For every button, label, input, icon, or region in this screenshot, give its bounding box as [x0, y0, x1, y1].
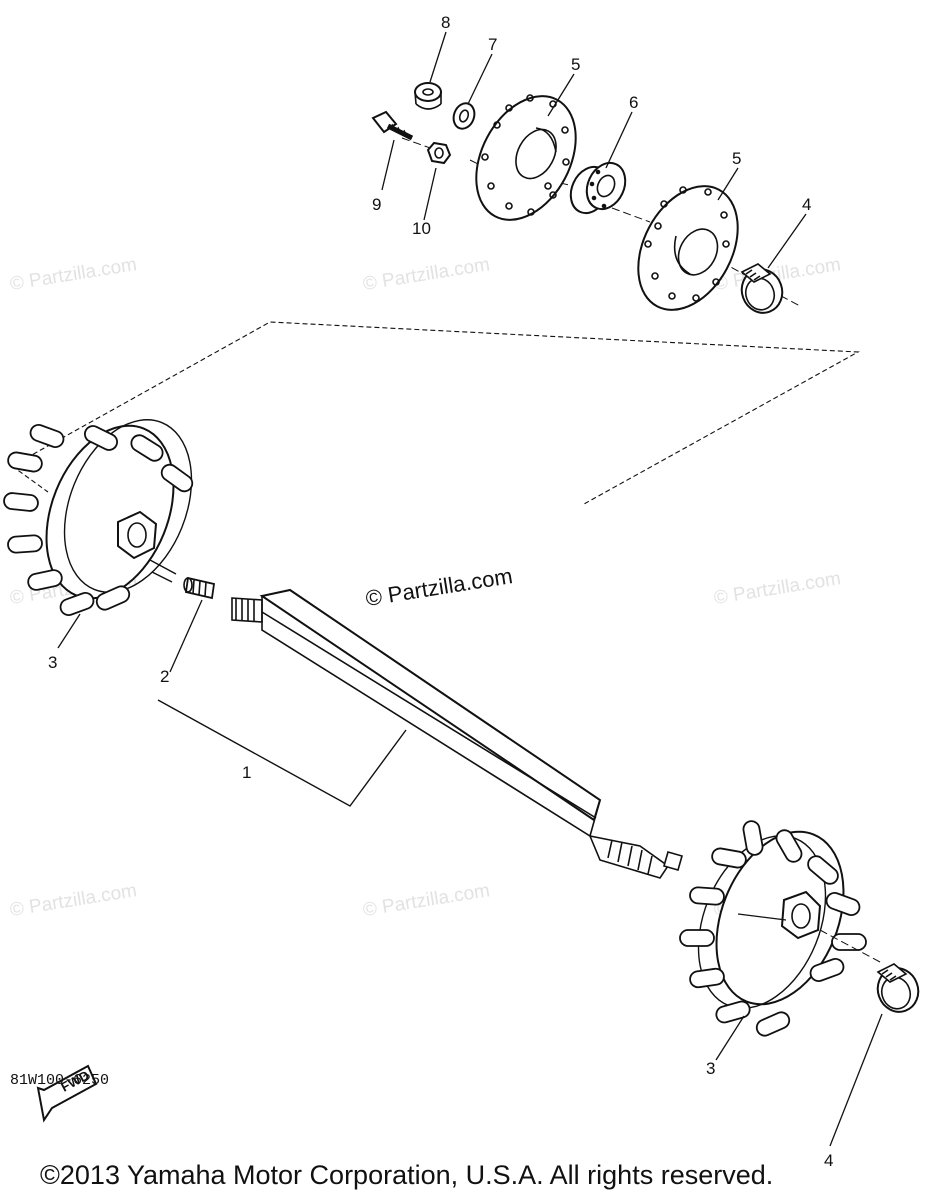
callout-1: 1 — [242, 763, 251, 782]
callout-4: 4 — [802, 195, 811, 214]
axle-shaft-part — [231, 588, 683, 879]
sprocket-part — [3, 419, 194, 616]
hose-clamp-part — [740, 263, 784, 314]
washer-part — [452, 102, 476, 130]
callout-4: 4 — [824, 1151, 833, 1170]
nut-part — [426, 141, 452, 165]
callout-8: 8 — [441, 13, 450, 32]
flange-plate-part — [637, 185, 739, 311]
callout-6: 6 — [629, 93, 638, 112]
collar-nut-part — [414, 82, 442, 110]
part-1-bracket — [157, 699, 407, 807]
callout-3: 3 — [48, 653, 57, 672]
leader-lines — [57, 31, 883, 1147]
bearing-part — [569, 161, 627, 215]
assembly-outline — [11, 321, 860, 505]
sprocket-part — [679, 820, 867, 1037]
callout-3: 3 — [706, 1059, 715, 1078]
bolt-part — [371, 110, 414, 141]
callout-10: 10 — [412, 219, 431, 238]
pin-part — [183, 576, 216, 600]
diagram-code: 81W100-6250 — [10, 1072, 110, 1089]
callout-9: 9 — [372, 195, 381, 214]
callout-5: 5 — [732, 149, 741, 168]
flange-plate-part — [475, 94, 577, 221]
copyright-notice: ©2013 Yamaha Motor Corporation, U.S.A. A… — [40, 1160, 774, 1190]
callout-2: 2 — [160, 667, 169, 686]
hose-clamp-part — [876, 963, 920, 1013]
callout-7: 7 — [488, 35, 497, 54]
callout-5: 5 — [571, 55, 580, 74]
